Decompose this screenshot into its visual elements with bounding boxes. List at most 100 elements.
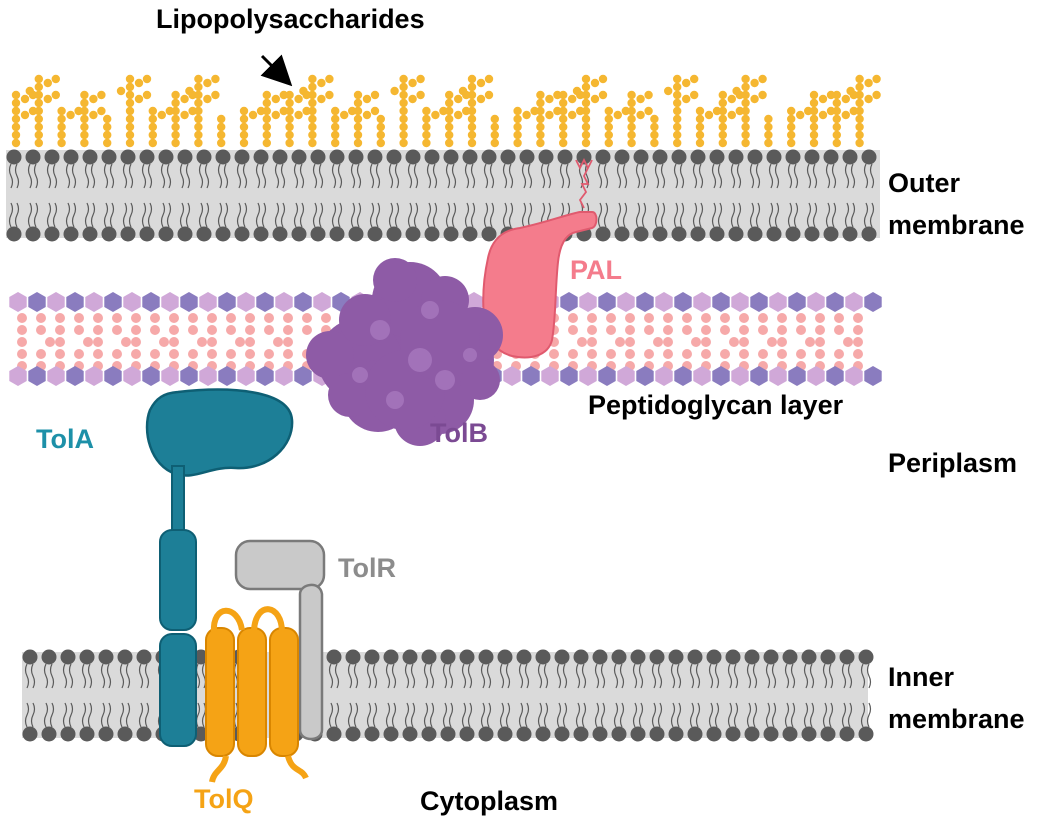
lipid-head [386,149,402,165]
tolr-protein [234,539,326,741]
lipid-tail [426,202,432,228]
glycan-unit [123,292,141,312]
lipid-tail [33,163,39,189]
lipid-tail [100,663,106,689]
outer-membrane-core [6,150,880,238]
lipid-tail [27,202,33,228]
lps-sugar [103,138,112,148]
peptide-residue [188,349,198,359]
lipid-head [405,226,421,242]
lipid-tail [448,663,454,689]
lps-sugar [581,122,591,132]
lipid-tail [312,163,318,189]
lps-sugar [285,122,294,132]
lipid-head [253,149,269,165]
glycan-unit [845,292,863,312]
lps-sugar [718,98,727,108]
peptide-residue [815,349,825,359]
lps-sugar [399,74,408,84]
lipid-tail [483,202,489,228]
lipid-tail [337,163,343,189]
peptide-residue [112,325,122,335]
peptide-residue [93,337,103,347]
lps-sugar [194,82,203,92]
lps-sugar [279,90,288,100]
lps-sugar [832,98,841,108]
lipid-head [443,226,459,242]
lipid-tail [442,663,448,689]
lps-sugar [285,106,294,116]
lps-sugar [627,90,636,100]
lipid-head [614,149,630,165]
lipid-tail [692,163,698,189]
lipid-tail [831,163,837,189]
lipid-tail [87,702,93,728]
lipid-tail [122,163,128,189]
peptide-residue [767,337,777,347]
lipid-tail [708,702,714,728]
lipid-head [573,726,589,742]
lipid-tail [30,663,36,689]
peptide-residue [235,337,245,347]
lipid-tail [518,663,524,689]
lps-sugar [673,98,682,108]
peptide-residue [131,337,141,347]
lipid-tail [784,702,790,728]
lps-sugar [43,78,52,88]
lipid-head [576,149,592,165]
tolr-label: TolR [338,553,396,583]
lps-sugar [125,90,135,100]
lps-sugar [11,122,21,132]
lipid-head [101,226,117,242]
lipid-tail [87,663,93,689]
lipid-head [44,226,60,242]
lps-sugar [370,90,380,100]
lipid-tail [771,702,777,728]
lipid-tail [144,702,150,728]
glycan-unit [503,366,521,386]
lipid-head [649,649,665,665]
glycan-unit [237,292,255,312]
glycan-unit [826,292,844,312]
lipid-tail [62,702,68,728]
lipid-tail [432,163,438,189]
lps-sugar [211,90,220,100]
peptide-residue [112,349,122,359]
lps-sugar [445,130,454,140]
lps-sugar [832,122,841,132]
lipid-tail [52,202,58,228]
peptide-residue [74,325,84,335]
lipid-tail [812,202,818,228]
lipid-tail [204,202,210,228]
peptide-residue [853,313,863,323]
lps-sugar [11,130,21,140]
lipid-tail [717,202,723,228]
peptide-residue [587,325,597,335]
peptide-residue [150,325,160,335]
lipid-head [820,649,836,665]
tolb-texture [386,391,404,409]
lipid-head [839,726,855,742]
lps-sugar [422,130,431,140]
peptide-residue [843,337,853,347]
lipid-tail [524,663,530,689]
peptide-residue [815,313,825,323]
lipid-tail [65,202,71,228]
lipid-head [652,149,668,165]
lps-sugar [185,86,194,96]
lipid-head [364,649,380,665]
lps-sugar [262,98,271,108]
pal-label: PAL [570,255,622,285]
lipid-tail [366,702,372,728]
lipid-head [861,226,877,242]
lps-sugar [559,114,568,124]
lipid-tail [673,202,679,228]
lipid-tail [255,202,261,228]
lps-sugar [718,130,727,140]
lipid-head [25,226,41,242]
outer-membrane-lipid-tails [8,163,875,228]
peptide-residue [197,337,207,347]
lipid-head [367,149,383,165]
lps-sugar [855,138,864,148]
peptide-residue [245,313,255,323]
